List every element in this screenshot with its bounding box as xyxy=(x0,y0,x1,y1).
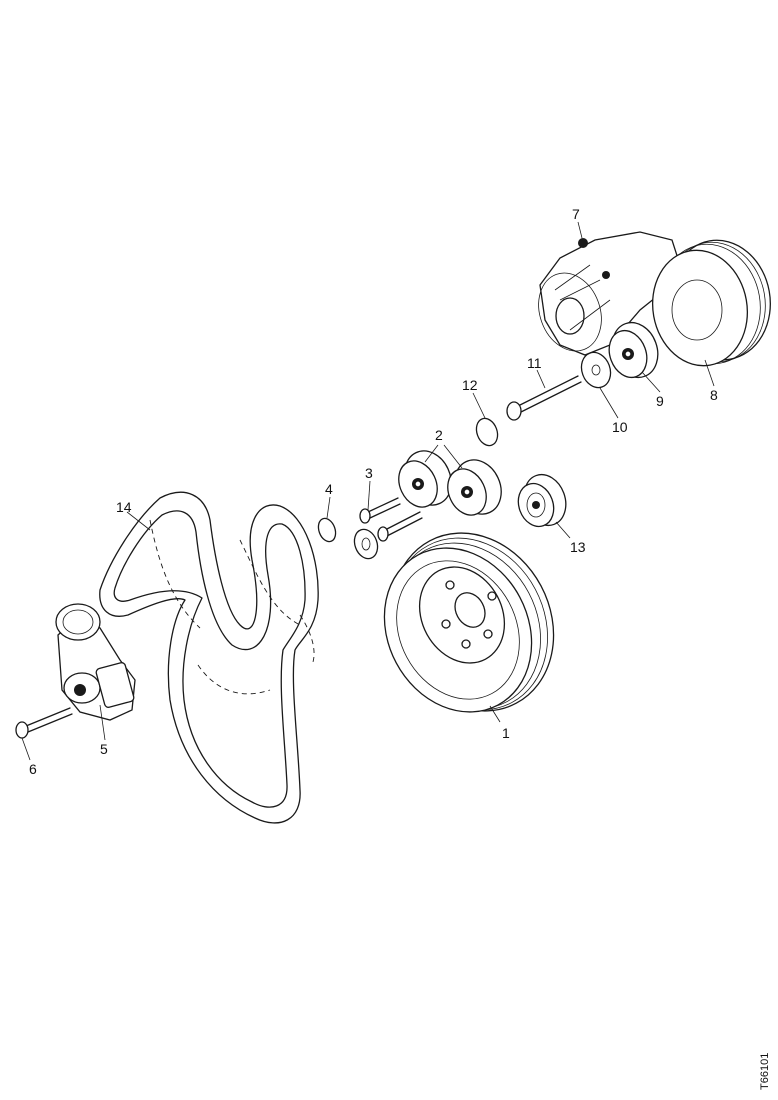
callout-6: 6 xyxy=(29,761,37,777)
idler-pulleys xyxy=(398,450,502,516)
tensioner-bolt xyxy=(15,707,73,739)
callout-7: 7 xyxy=(572,206,580,222)
idler-pulley-13 xyxy=(517,473,567,528)
callout-3: 3 xyxy=(365,465,373,481)
crankshaft-pulley xyxy=(383,532,555,713)
callout-11: 11 xyxy=(527,355,542,371)
callout-8: 8 xyxy=(710,387,718,403)
bracket-idler-pulley xyxy=(608,321,659,379)
belt-tensioner xyxy=(55,603,136,721)
callout-2: 2 xyxy=(435,427,443,443)
long-idler-bolt xyxy=(506,375,582,421)
callout-12: 12 xyxy=(462,377,478,393)
idler-spacer xyxy=(475,417,499,447)
figure-reference-code: T66101 xyxy=(759,1053,771,1090)
leader-lines xyxy=(21,221,715,761)
callout-10: 10 xyxy=(612,419,628,435)
idler-bolts xyxy=(359,497,423,542)
pulley-washer xyxy=(580,351,612,389)
poly-v-belt xyxy=(99,491,319,824)
callout-9: 9 xyxy=(656,393,664,409)
callout-13: 13 xyxy=(570,539,586,555)
callout-labels: 1 2 3 4 5 6 7 8 9 10 11 12 13 14 xyxy=(29,206,718,777)
callout-14: 14 xyxy=(116,499,132,515)
callout-1: 1 xyxy=(502,725,510,741)
alternator-pulley xyxy=(651,239,771,367)
spacer-washers xyxy=(317,517,379,560)
callout-5: 5 xyxy=(100,741,108,757)
callout-4: 4 xyxy=(325,481,333,497)
